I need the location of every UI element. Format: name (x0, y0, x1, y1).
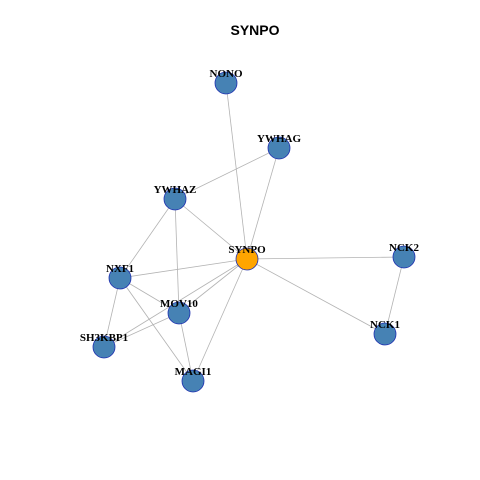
labels-group: NONO YWHAG YWHAZ SYNPO NCK2NXF1MOV10NCK1SH3K… (80, 68, 420, 378)
edge-ywhaz-mov10 (174, 198, 180, 314)
node-nono (214, 71, 238, 95)
node-label-nck1: NCK1 (370, 319, 400, 331)
edge-synpo-mov10 (178, 258, 248, 314)
edges-group (103, 82, 405, 382)
node-nck2 (392, 245, 416, 269)
edge-synpo-ywhag (246, 147, 280, 260)
node-synpo (235, 247, 259, 271)
diagram-title: SYNPO (230, 22, 279, 38)
edge-nxf1-sh3kbp1 (103, 277, 121, 348)
node-label-nck2: NCK2 (389, 242, 419, 254)
node-label-nxf1: NXF1 (106, 263, 134, 275)
edge-nck2-nck1 (384, 256, 405, 335)
edge-synpo-nck1 (246, 258, 386, 335)
node-label-ywhaz: YWHAZ (154, 184, 197, 196)
node-nxf1 (108, 266, 132, 290)
edge-synpo-nono (225, 82, 248, 260)
node-ywhaz (163, 187, 187, 211)
node-label-synpo: SYNPO (228, 244, 266, 256)
node-label-nono: NONO (210, 68, 243, 80)
node-sh3kbp1 (92, 335, 116, 359)
node-nck1 (373, 322, 397, 346)
edge-mov10-magi1 (178, 312, 194, 382)
node-label-mov10: MOV10 (160, 298, 198, 310)
node-label-magi1: MAGI1 (175, 366, 212, 378)
edge-synpo-ywhaz (174, 198, 248, 260)
node-magi1 (181, 369, 205, 393)
edge-synpo-nck2 (246, 256, 405, 260)
edge-synpo-nxf1 (119, 258, 248, 279)
edge-ywhag-ywhaz (174, 147, 280, 200)
edge-ywhaz-nxf1 (119, 198, 176, 279)
nodes-group (92, 71, 416, 393)
node-label-sh3kbp1: SH3KBP1 (80, 332, 128, 344)
node-ywhag (267, 136, 291, 160)
edge-synpo-magi1 (192, 258, 248, 382)
edge-mov10-sh3kbp1 (103, 312, 180, 348)
edge-nxf1-mov10 (119, 277, 180, 314)
node-mov10 (167, 301, 191, 325)
node-label-ywhag: YWHAG (257, 133, 301, 145)
edge-nxf1-magi1 (119, 277, 194, 382)
